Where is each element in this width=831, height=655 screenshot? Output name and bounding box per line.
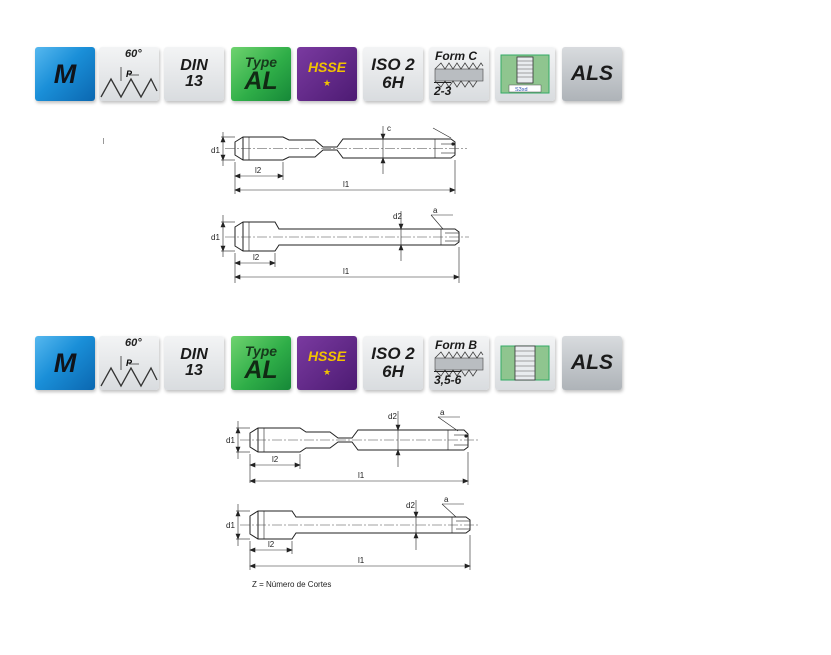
tap-drawing-2: d1 d2 a l2 l1	[211, 206, 469, 283]
tap-drawing-3: d1 d2 a l2 l1	[226, 408, 478, 485]
thread-label: M	[53, 347, 77, 378]
tolerance-standard: ISO 2	[371, 55, 415, 75]
dim-l1-label: l1	[343, 180, 350, 189]
material-label: HSSE	[307, 58, 347, 75]
stray-mark	[103, 138, 104, 144]
dim-l2-label: l2	[268, 540, 275, 549]
din-number: 13	[185, 362, 203, 379]
din-badge: DIN 13	[164, 47, 224, 101]
dim-l1-label: l1	[358, 556, 365, 565]
dim-d2-label: d2	[406, 501, 415, 510]
dim-l2-label: l2	[272, 455, 279, 464]
din-label: DIN	[180, 57, 208, 74]
form-badge: Form C 2-3	[429, 47, 489, 101]
form-value: 2-3	[434, 82, 452, 98]
angle-label: 60°	[125, 337, 142, 349]
coating-badge: ALS	[562, 336, 622, 390]
type-value: AL	[244, 355, 278, 384]
dim-a-label: a	[444, 495, 449, 504]
type-value: AL	[244, 66, 278, 95]
dim-d1-label: d1	[211, 146, 220, 155]
dim-c-label: c	[387, 124, 391, 133]
pitch-label: P	[126, 69, 133, 79]
din-number: 13	[185, 73, 203, 90]
star-icon: ★	[322, 366, 332, 377]
form-value: 3,5-6	[434, 371, 462, 387]
dim-a-label: a	[440, 408, 445, 417]
form-badge: Form B 3,5-6	[429, 336, 489, 390]
dim-d1-label: d1	[226, 521, 235, 530]
tap-drawing-4: d1 d2 a l2 l1	[226, 495, 478, 570]
tolerance-badge: ISO 2 6H	[363, 47, 423, 101]
material-badge: HSSE ★	[297, 336, 357, 390]
hole-type-badge	[495, 336, 555, 390]
thread-badge: M	[35, 47, 95, 101]
dim-l1-label: l1	[358, 471, 365, 480]
hole-depth-label: S3xd	[515, 87, 528, 93]
din-badge: DIN 13	[164, 336, 224, 390]
star-icon: ★	[322, 77, 332, 88]
coating-label: ALS	[571, 351, 613, 374]
thread-badge: M	[35, 336, 95, 390]
coating-label: ALS	[571, 62, 613, 85]
cutting-edges-note: Z = Número de Cortes	[252, 580, 332, 589]
tolerance-class: 6H	[382, 73, 404, 92]
tolerance-badge: ISO 2 6H	[363, 336, 423, 390]
type-badge: Type AL	[231, 47, 291, 101]
type-badge: Type AL	[231, 336, 291, 390]
thread-angle-badge: 60° P	[99, 336, 159, 390]
hole-type-badge: S3xd	[495, 47, 555, 101]
thread-angle-badge: 60° P	[99, 47, 159, 101]
dim-a-label: a	[433, 206, 438, 215]
chamfer-form-icon	[434, 62, 484, 88]
material-label: HSSE	[307, 347, 347, 364]
tolerance-standard: ISO 2	[371, 344, 415, 364]
dim-d1-label: d1	[226, 436, 235, 445]
spec-badge-row-1: M 60° P DIN 13 Type AL HSSE ★ ISO 2 6H F…	[0, 47, 831, 107]
through-hole-icon	[500, 345, 550, 381]
form-label: Form C	[435, 49, 477, 63]
coating-badge: ALS	[562, 47, 622, 101]
chamfer-form-icon	[434, 351, 484, 377]
angle-label: 60°	[125, 48, 142, 60]
thread-label: M	[53, 58, 77, 89]
dim-l1-label: l1	[343, 267, 350, 276]
dim-d2-label: d2	[388, 412, 397, 421]
type-label: Type	[244, 53, 278, 70]
material-badge: HSSE ★	[297, 47, 357, 101]
blind-hole-icon: S3xd	[500, 54, 550, 94]
din-label: DIN	[180, 346, 208, 363]
dim-d2-label: d2	[393, 212, 402, 221]
thread-profile-icon: P	[100, 67, 158, 99]
type-label: Type	[244, 342, 278, 359]
form-label: Form B	[435, 338, 477, 352]
dim-l2-label: l2	[255, 166, 262, 175]
spec-badge-row-2: M 60° P DIN 13 Type AL HSSE ★ ISO 2 6H F…	[0, 336, 831, 396]
thread-profile-icon: P	[100, 356, 158, 388]
dim-l2-label: l2	[253, 253, 260, 262]
pitch-label: P	[126, 358, 133, 368]
dim-d1-label: d1	[211, 233, 220, 242]
tolerance-class: 6H	[382, 362, 404, 381]
tap-drawing-1: d1 c l2 l1	[211, 124, 467, 194]
